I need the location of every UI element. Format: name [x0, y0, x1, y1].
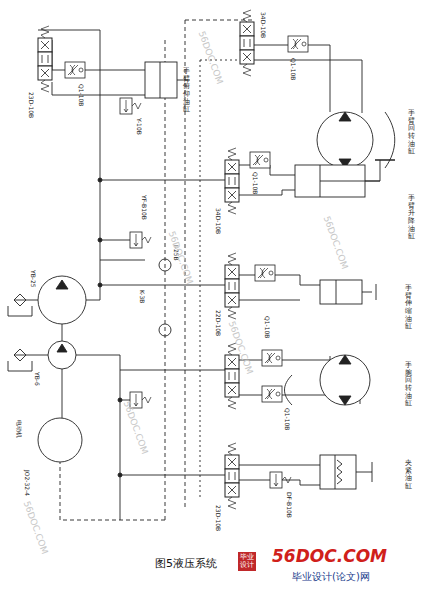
schematic-stroke — [130, 232, 151, 248]
schematic-stroke — [76, 30, 120, 520]
actuator-name: 夹紧油缸 — [405, 460, 412, 491]
schematic-stroke — [98, 238, 102, 242]
site-logo: 56DOC.COM — [272, 548, 387, 565]
site-logo-text: 毕业设计(论文)网 — [292, 572, 370, 582]
schematic-stroke — [98, 283, 102, 287]
part-code: K-3B — [139, 290, 145, 303]
part-code: Q1-10B — [252, 172, 258, 194]
schematic-stroke — [320, 160, 380, 197]
schematic-stroke — [339, 112, 351, 168]
schematic-stroke — [38, 276, 86, 324]
part-code: 22D-10B — [215, 310, 221, 336]
actuator-name: 手臂伸缩油缸 — [405, 285, 412, 331]
part-code: 34D-10B — [215, 208, 221, 234]
schematic-stroke — [225, 443, 239, 509]
schematic-stroke — [320, 355, 370, 405]
actuator-name: 手腕回转油缸 — [405, 362, 412, 408]
schematic-stroke — [335, 455, 372, 489]
schematic-stroke — [200, 60, 252, 500]
schematic-stroke — [56, 280, 68, 289]
schematic-stroke — [270, 472, 291, 488]
part-code: Y-10B — [136, 118, 142, 135]
part-code: Q1-10B — [78, 84, 84, 106]
schematic-stroke — [38, 26, 52, 92]
schematic-stroke — [239, 275, 320, 300]
actuator-name: 手臂回转油缸 — [408, 110, 415, 156]
schematic-stroke — [375, 159, 395, 161]
schematic-stroke — [60, 40, 165, 520]
schematic-stroke — [98, 178, 102, 182]
part-code: Q1-10B — [284, 408, 290, 430]
schematic-stroke — [262, 386, 282, 402]
part-code: DF-B10B — [286, 492, 292, 518]
schematic-stroke — [336, 280, 376, 304]
schematic-stroke — [317, 112, 373, 168]
schematic-stroke — [38, 418, 82, 462]
watermark: 56DOC.COM — [322, 215, 350, 270]
part-code: JO2-32-4 — [24, 470, 30, 496]
part-code: YF-B10B — [141, 195, 147, 220]
schematic-stroke — [38, 30, 225, 475]
schematic-stroke — [239, 165, 295, 195]
schematic-stroke — [225, 148, 239, 214]
figure-caption: 图5液压系统 — [155, 558, 217, 569]
part-code: Q1-10B — [290, 58, 296, 80]
schematic-stroke — [100, 240, 145, 400]
schematic-stroke — [339, 355, 351, 405]
schematic-stroke — [57, 344, 67, 352]
logo-badge: 毕业设计 — [238, 552, 256, 571]
actuator-name: 手臂俯仰油缸 — [183, 68, 190, 114]
watermark: 56DOC.COM — [197, 30, 225, 85]
schematic-stroke — [8, 306, 32, 371]
schematic-stroke — [250, 152, 270, 168]
schematic-stroke — [159, 259, 171, 271]
part-code: Q1-10B — [264, 316, 270, 338]
schematic-stroke — [118, 398, 122, 402]
schematic-stroke — [255, 265, 275, 281]
schematic-stroke — [145, 62, 177, 98]
schematic-stroke — [48, 341, 76, 369]
part-code: YB-6 — [34, 372, 40, 386]
schematic-stroke — [120, 98, 141, 114]
watermark: 56DOC.COM — [167, 230, 195, 285]
schematic-stroke — [62, 324, 63, 418]
part-code: 23D-10B — [215, 505, 221, 531]
part-code: 34D-10B — [260, 12, 266, 38]
schematic-stroke — [65, 62, 85, 78]
valve-symbols — [38, 10, 308, 509]
schematic-stroke — [225, 253, 239, 319]
watermark: 56DOC.COM — [22, 500, 50, 555]
actuator-name: 手臂升降油缸 — [408, 195, 415, 241]
schematic-stroke — [130, 392, 151, 408]
schematic-stroke — [288, 36, 308, 52]
schematic-stroke — [285, 375, 293, 405]
part-code: YB-25 — [30, 270, 36, 288]
schematic-stroke — [240, 10, 254, 76]
schematic-stroke — [254, 45, 362, 113]
schematic-stroke — [320, 280, 362, 304]
pipe-lines — [8, 20, 395, 520]
schematic-stroke — [159, 324, 171, 336]
schematic-stroke — [14, 294, 48, 361]
part-code: 电动机 — [16, 420, 22, 438]
schematic-stroke — [52, 40, 145, 95]
schematic-stroke — [320, 455, 356, 489]
schematic-stroke — [185, 20, 255, 510]
schematic-stroke — [262, 350, 282, 366]
part-code: 23D-10B — [28, 92, 34, 118]
schematic-stroke — [118, 473, 122, 477]
